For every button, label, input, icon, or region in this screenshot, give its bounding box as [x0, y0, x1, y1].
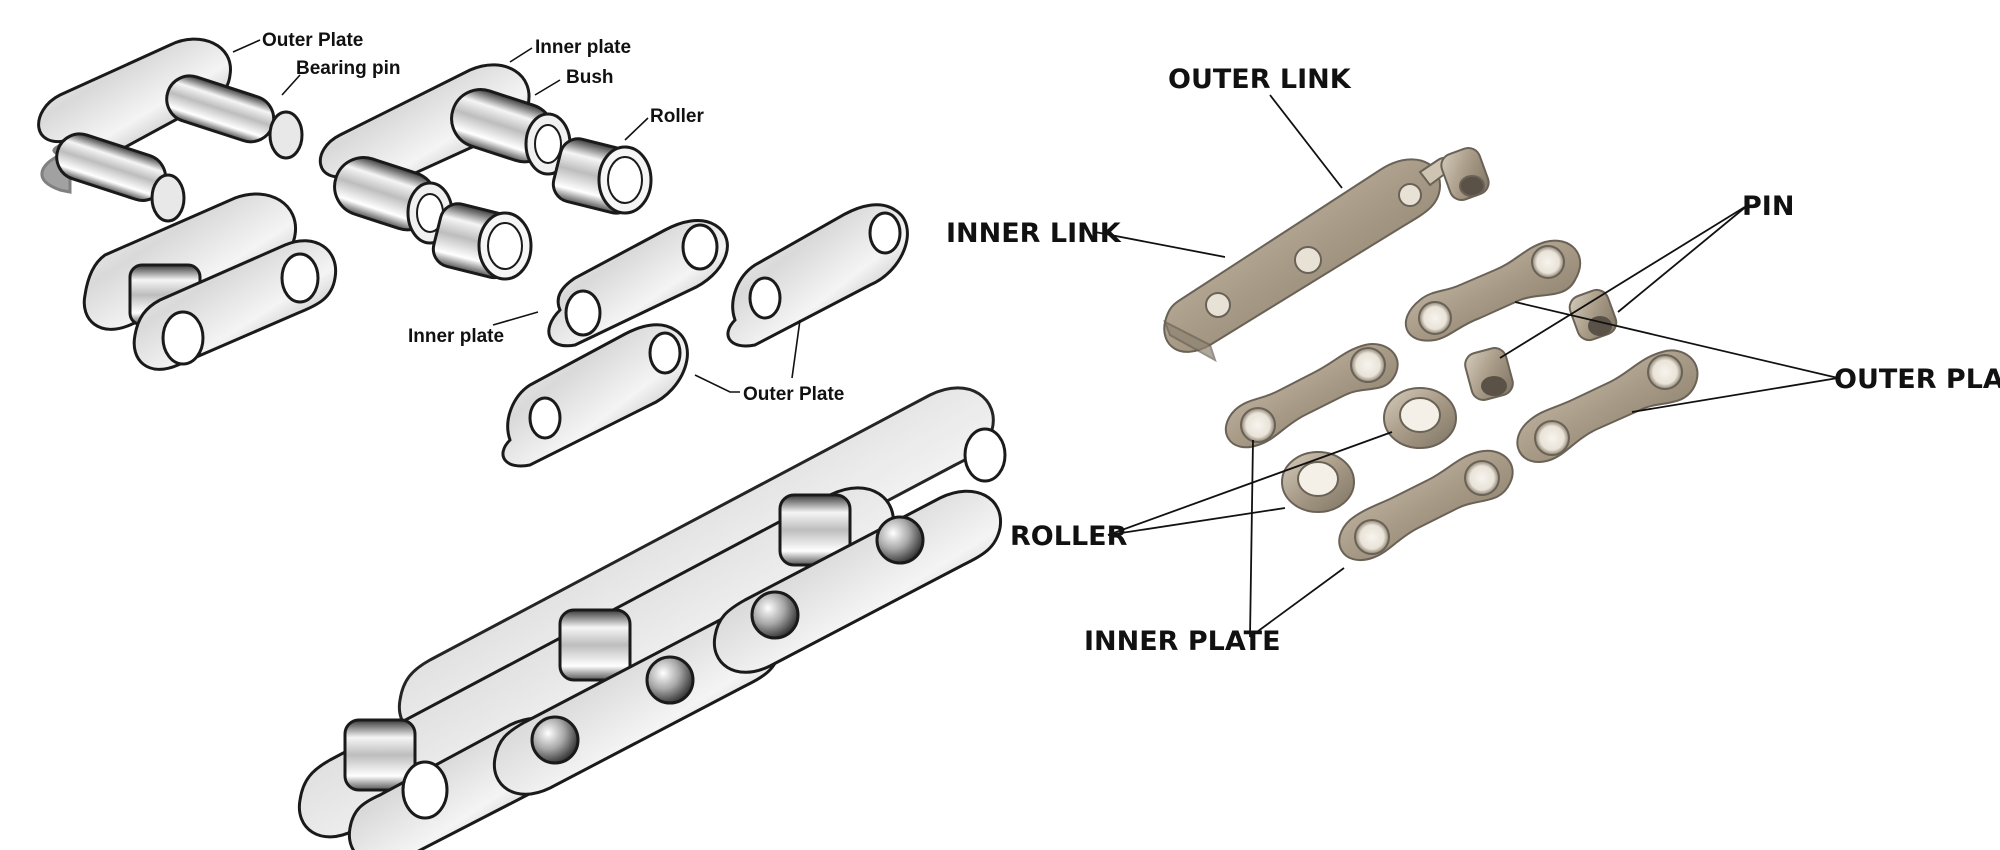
photo-pin-mid-1	[1568, 288, 1618, 342]
leader-outer-link	[1269, 94, 1343, 189]
loose-inner-plate	[547, 219, 729, 348]
loose-outer-plate-1	[726, 203, 909, 348]
inner-link-assembly	[82, 192, 338, 371]
label-inner-link: INNER LINK	[946, 218, 1122, 249]
label-inner-plate-mid: Inner plate	[408, 326, 504, 347]
outer-link-part	[37, 37, 304, 223]
leader-roller-1	[1107, 431, 1393, 536]
right-photo-diagram: OUTER LINK INNER LINK PIN OUTER PLATE RO…	[946, 64, 2000, 657]
leader-outer-plate-top	[232, 39, 261, 53]
label-bush: Bush	[566, 67, 614, 88]
leader-outer-plate-mid-2	[791, 319, 801, 379]
photo-pin-top	[1440, 146, 1490, 202]
label-pin: PIN	[1742, 191, 1794, 222]
left-exploded-diagram: Outer Plate Bearing pin Inner plate Bush…	[37, 30, 1007, 850]
label-roller: Roller	[650, 106, 704, 127]
label-inner-plate-top: Inner plate	[535, 37, 631, 58]
label-roller-photo: ROLLER	[1010, 521, 1128, 552]
leader-roller	[624, 117, 649, 141]
leader-pin-2	[1499, 204, 1749, 359]
leader-inner-plate-top	[509, 47, 533, 63]
photo-roller-2	[1281, 451, 1355, 513]
label-outer-plate: OUTER PLATE	[1834, 364, 2000, 395]
label-outer-plate-top: Outer Plate	[262, 30, 363, 51]
label-outer-plate-mid: Outer Plate	[743, 384, 844, 405]
photo-roller-1	[1383, 387, 1457, 449]
photo-inner-plate-1	[1224, 343, 1399, 449]
loose-roller-2	[431, 202, 533, 281]
loose-outer-plate-2	[501, 323, 689, 468]
leader-outer-plate-mid-1	[694, 374, 740, 393]
loose-roller-1	[551, 137, 653, 215]
leader-outer-plate-1	[1514, 301, 1839, 379]
photo-outer-plate-1	[1404, 239, 1582, 342]
photo-outer-plate-2	[1516, 349, 1699, 463]
assembled-chain	[297, 386, 1007, 850]
leader-outer-plate-2	[1631, 377, 1839, 413]
leader-inner-plate-1	[1249, 439, 1254, 638]
leader-inner-plate-2	[1249, 567, 1345, 638]
label-inner-plate: INNER PLATE	[1084, 626, 1281, 657]
label-bearing-pin: Bearing pin	[296, 58, 401, 79]
leader-inner-plate-mid	[492, 311, 539, 326]
leader-roller-2	[1107, 507, 1286, 536]
leader-inner-link	[1094, 231, 1226, 258]
label-outer-link: OUTER LINK	[1168, 64, 1352, 95]
photo-pin-mid-2	[1464, 347, 1514, 401]
leader-pin-1	[1617, 204, 1749, 313]
leader-bearing-pin	[281, 74, 301, 96]
leader-bush	[534, 79, 561, 96]
photo-inner-plate-2	[1338, 449, 1514, 561]
photo-assembled-link	[1163, 157, 1453, 363]
